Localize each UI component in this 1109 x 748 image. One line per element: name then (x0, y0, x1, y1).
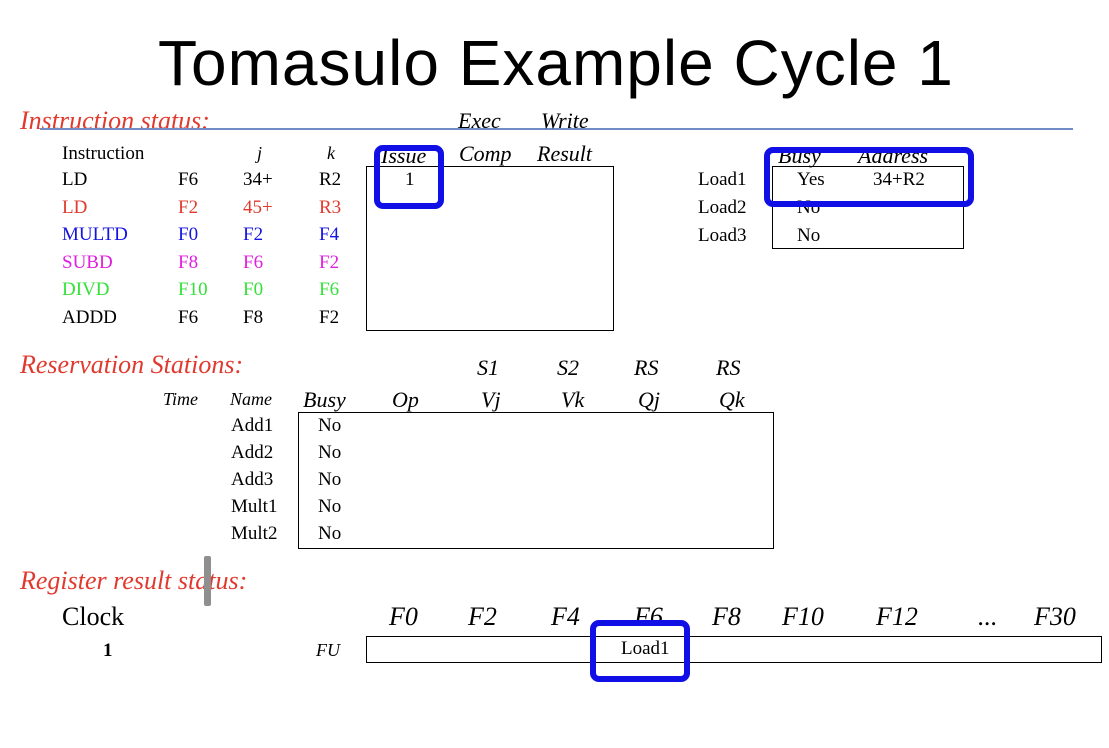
instr-j: 34+ (243, 169, 273, 190)
exec-comp-header: Comp (459, 141, 512, 166)
load-buffer-table (772, 166, 964, 249)
time-header: Time (163, 389, 199, 409)
load-name: Load2 (698, 197, 747, 218)
reservation-stations-table (298, 412, 774, 549)
rs1-header: RS (634, 355, 659, 380)
load-address: 34+R2 (873, 169, 925, 190)
register-header: F0 (389, 602, 418, 631)
instr-dest: F0 (178, 224, 199, 245)
register-header: F30 (1034, 602, 1076, 631)
load1-highlight (764, 147, 974, 207)
f6-fu-value: Load1 (621, 638, 670, 659)
exec-header-top: Exec (458, 108, 501, 133)
instr-j: F2 (243, 224, 264, 245)
instr-op: LD (62, 169, 88, 190)
instr-k: F6 (319, 279, 340, 300)
instr-op: SUBD (62, 251, 113, 273)
rs-name: Add1 (231, 415, 274, 436)
op-header: Op (392, 387, 419, 412)
f6-highlight (590, 620, 690, 682)
vj-header: Vj (481, 387, 501, 412)
s2-header: S2 (557, 355, 579, 380)
issue-highlight (374, 145, 444, 209)
rs-name: Mult2 (231, 523, 278, 544)
clock-label: Clock (62, 602, 125, 631)
clock-value: 1 (103, 640, 113, 661)
title-underline (40, 128, 1073, 130)
qk-header: Qk (719, 387, 745, 412)
rs-name: Mult1 (231, 496, 278, 517)
s1-header: S1 (477, 355, 499, 380)
register-header: F8 (712, 602, 741, 631)
register-header: F2 (468, 602, 497, 631)
load-name: Load1 (698, 169, 747, 190)
rs-busy-header: Busy (303, 387, 346, 412)
instr-dest: F6 (178, 169, 199, 190)
vk-header: Vk (561, 387, 585, 412)
qj-header: Qj (638, 387, 660, 412)
text-cursor-bar (204, 556, 211, 606)
j-header: j (257, 143, 263, 163)
instr-dest: F8 (178, 251, 199, 273)
rs-busy: No (318, 415, 342, 436)
instr-k: F2 (319, 306, 340, 328)
rs-busy: No (318, 523, 342, 544)
reservation-stations-label: Reservation Stations: (20, 350, 244, 379)
instr-k: R2 (319, 169, 342, 190)
page-title: Tomasulo Example Cycle 1 (158, 27, 954, 99)
rs-busy: No (318, 442, 342, 463)
register-header: F6 (634, 602, 663, 631)
rs-busy: No (318, 496, 342, 517)
instr-dest: F10 (178, 279, 208, 300)
instruction-header: Instruction (62, 143, 145, 164)
instr-op: LD (62, 196, 88, 218)
instr-op: DIVD (62, 279, 110, 300)
instr-j: 45+ (243, 196, 273, 218)
instr-op: ADDD (62, 306, 117, 328)
instr-k: R3 (319, 196, 342, 218)
instr-dest: F2 (178, 196, 199, 218)
instr-j: F8 (243, 306, 264, 328)
instr-op: MULTD (62, 224, 128, 245)
instr-k: F4 (319, 224, 340, 245)
register-fu-row (366, 636, 1102, 663)
register-status-label: Register result status: (20, 566, 248, 595)
register-header: ... (978, 602, 998, 631)
rs2-header: RS (716, 355, 741, 380)
name-header: Name (230, 389, 272, 409)
register-header: F12 (876, 602, 918, 631)
write-header-top: Write (541, 108, 589, 133)
instr-j: F0 (243, 279, 264, 300)
instr-dest: F6 (178, 306, 199, 328)
write-result-header: Result (537, 141, 592, 166)
load-busy: No (797, 225, 821, 246)
instr-k: F2 (319, 251, 340, 273)
register-header: F4 (551, 602, 580, 631)
instr-j: F6 (243, 251, 264, 273)
rs-busy: No (318, 469, 342, 490)
instr-issue: 1 (405, 169, 415, 190)
rs-name: Add3 (231, 469, 274, 490)
register-header: F10 (782, 602, 824, 631)
instruction-status-label: Instruction status: (20, 106, 210, 135)
k-header: k (327, 143, 335, 163)
instruction-status-table (366, 166, 614, 331)
load-name: Load3 (698, 225, 747, 246)
load-busy: Yes (797, 169, 825, 190)
fu-label: FU (316, 640, 340, 660)
rs-name: Add2 (231, 442, 274, 463)
